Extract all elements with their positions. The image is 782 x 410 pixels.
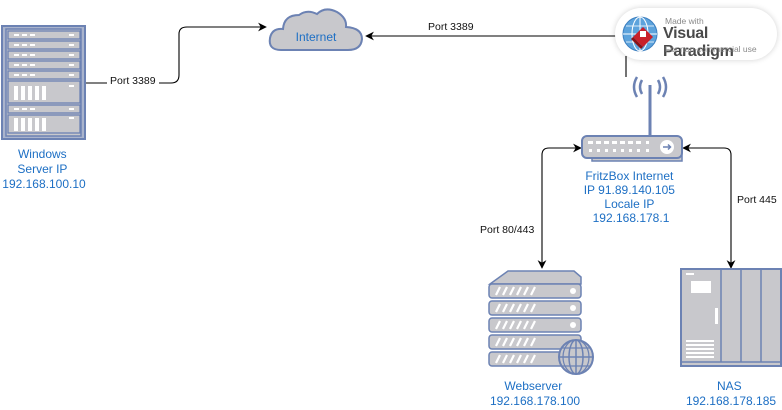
edge-fritzbox-nas [682,143,736,269]
watermark-brand: Visual Paradigm [663,25,734,60]
nas-icon [680,268,782,367]
globe-icon [558,339,594,375]
webserver-label: Webserver 192.168.178.100 [490,379,580,408]
watermark-made-with: Made with [665,16,704,26]
edge-label-nas-port: Port 445 [737,194,777,206]
watermark-subtitle: For non-commercial use [665,44,757,54]
edge-label-windows-port: Port 3389 [110,75,156,87]
router-icon [581,76,683,162]
edge-label-fritzbox-port: Port 3389 [428,21,474,33]
visual-paradigm-logo-icon [622,16,658,52]
cloud-icon [268,8,364,51]
nas-label: NAS 192.168.178.185 [686,379,776,408]
edge-label-webserver-port: Port 80/443 [480,224,534,236]
windows-server-label: Windows Server IP 192.168.100.10 [2,147,86,191]
fritzbox-label: FritzBox Internet IP 91.89.140.105 Local… [584,169,679,225]
edge-windows-to-internet [86,22,267,84]
webserver-icon [487,270,582,367]
edge-fritzbox-webserver [537,143,582,269]
internet-label: Internet [296,30,337,44]
watermark-badge: Made with Visual Paradigm For non-commer… [615,8,777,60]
server-rack-icon [1,25,86,140]
